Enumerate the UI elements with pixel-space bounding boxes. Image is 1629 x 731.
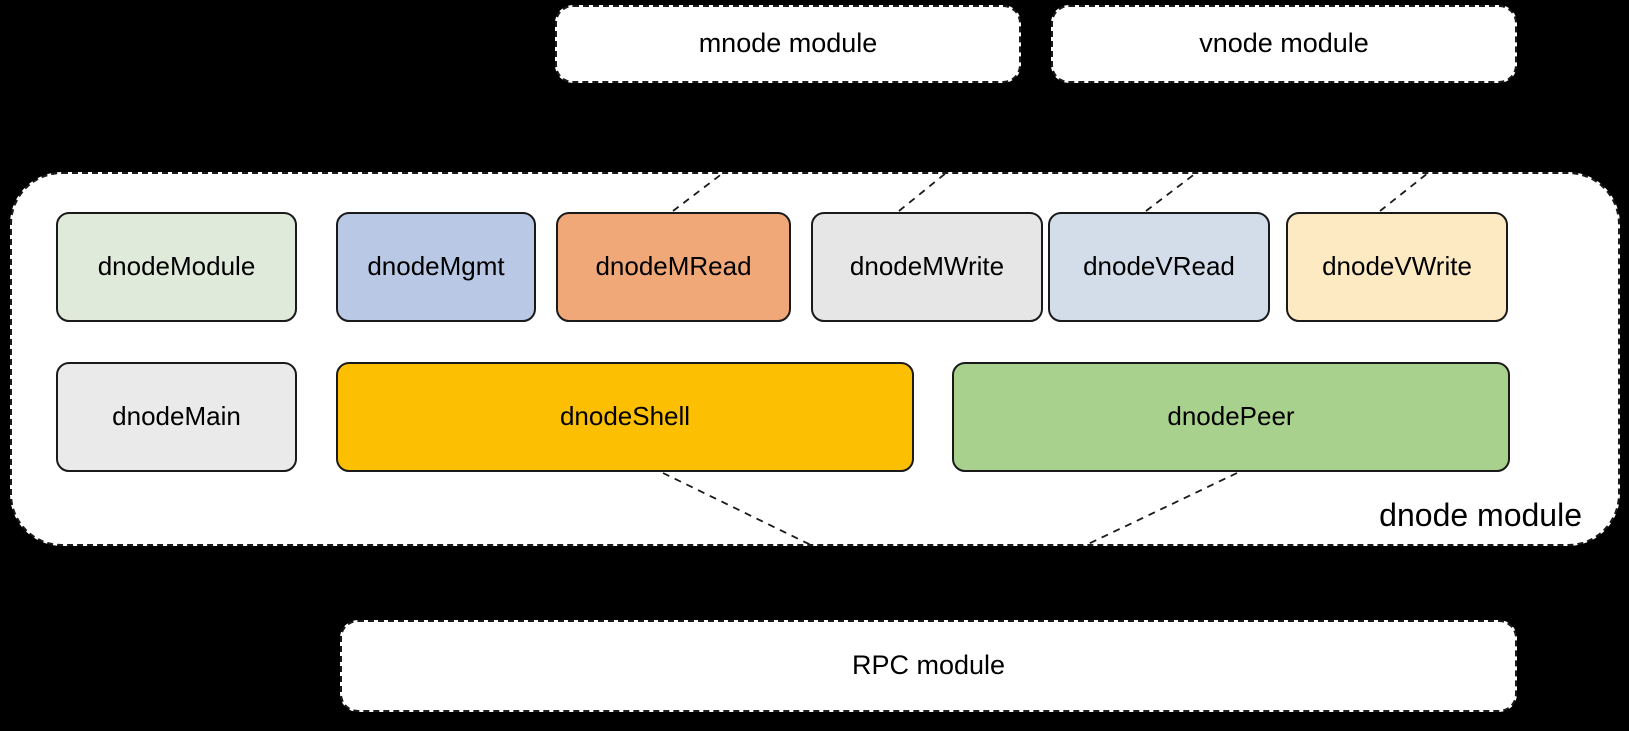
component-box-dnodeShell[interactable]: dnodeShell (336, 362, 914, 472)
component-box-dnodeVWrite[interactable]: dnodeVWrite (1286, 212, 1508, 322)
component-label: dnodeVRead (1083, 251, 1235, 282)
component-label: dnodeMain (112, 401, 241, 432)
component-box-dnodeVRead[interactable]: dnodeVRead (1048, 212, 1270, 322)
component-label: dnodeModule (97, 251, 256, 282)
component-label: dnodeMgmt (367, 251, 505, 282)
component-label: dnodeVWrite (1322, 251, 1472, 282)
component-box-dnodeModule[interactable]: dnodeModule (56, 212, 297, 322)
component-box-dnodeMRead[interactable]: dnodeMRead (556, 212, 791, 322)
component-label: dnodeMRead (595, 251, 752, 282)
component-box-dnodeMgmt[interactable]: dnodeMgmt (336, 212, 536, 322)
dnode-module-label: dnode module (1379, 497, 1582, 533)
vnode-module-box[interactable]: vnode module (1051, 5, 1517, 83)
mnode-module-box[interactable]: mnode module (555, 5, 1021, 83)
rpc-module-label: RPC module (851, 650, 1006, 681)
vnode-module-label: vnode module (1199, 28, 1369, 59)
component-label: dnodeMWrite (849, 251, 1005, 282)
component-label: dnodePeer (1167, 401, 1295, 432)
component-label: dnodeShell (559, 401, 691, 432)
rpc-module-box[interactable]: RPC module (340, 620, 1517, 712)
component-box-dnodeMWrite[interactable]: dnodeMWrite (811, 212, 1043, 322)
component-box-dnodeMain[interactable]: dnodeMain (56, 362, 297, 472)
mnode-module-label: mnode module (698, 28, 878, 59)
component-box-dnodePeer[interactable]: dnodePeer (952, 362, 1510, 472)
